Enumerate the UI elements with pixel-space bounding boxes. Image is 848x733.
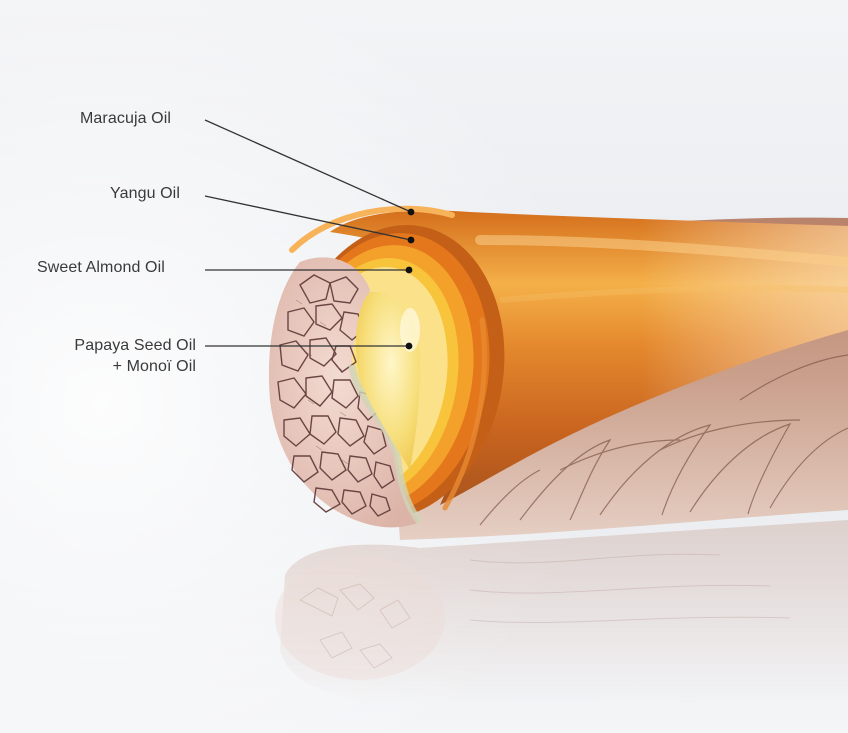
maracuja-dot: [408, 209, 415, 216]
sweet-almond-dot: [406, 267, 413, 274]
yangu-oil-label: Yangu Oil: [110, 185, 180, 203]
papaya-seed-monoi-oil-label: Papaya Seed Oil + Monoï Oil: [74, 335, 196, 377]
yangu-dot: [408, 237, 415, 244]
maracuja-oil-label: Maracuja Oil: [80, 110, 171, 128]
papaya-seed-oil-line: Papaya Seed Oil: [74, 335, 196, 356]
floor-reflection: [275, 520, 848, 705]
monoi-oil-line: + Monoï Oil: [74, 356, 196, 377]
sweet-almond-oil-label: Sweet Almond Oil: [37, 259, 165, 277]
papaya-dot: [406, 343, 413, 350]
